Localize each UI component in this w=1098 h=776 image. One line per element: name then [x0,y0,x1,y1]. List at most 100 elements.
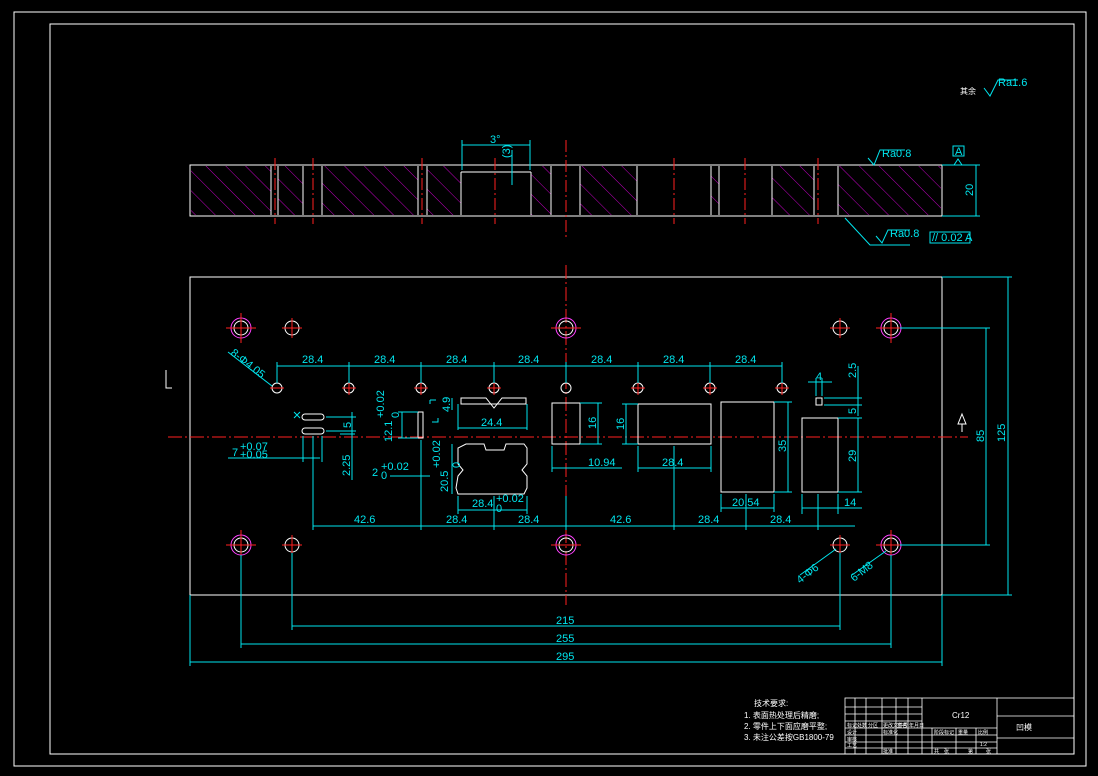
notch-profile [460,397,527,409]
small-slot [815,397,823,406]
title-block-cell: 标准化 [883,729,898,736]
narrow-slot-length-dim: 12.1 [383,421,395,442]
plan-view: 28.4 28.4 28.4 28.4 28.4 28.4 28.4 8-Φ4.… [165,265,1012,666]
tolerance-label: // 0.02 A [932,232,973,244]
hatch-8 [772,166,814,215]
slot-width-dim: 5 [342,422,354,428]
section-thickness-dim: 20 [964,184,976,196]
datum-box [952,145,965,157]
section-view: 3° (3) 20 A Ra0.8 Ra0.8 // 0.02 A [189,134,980,246]
title-block-cell: 更改文件号 [883,722,908,729]
opening-height-dim: 16 [587,417,599,429]
narrow-slot-width-tol-dn: 0 [381,470,387,482]
opening-width-dim: 14 [844,497,856,509]
pilot-hole-callout: 8-Φ4.05 [228,347,267,381]
roughness-note-label: 其余 [960,86,976,96]
notch-width-dim: 24.4 [481,417,502,429]
small-slot-height-dim: 5 [847,408,859,414]
title-block-cell: 设计 [847,729,857,736]
bottom-chain-dim: 28.4 [518,514,539,526]
slot-upper [301,413,325,421]
opening-width-dim: 28.4 [662,457,683,469]
title-block-cell: 处数 [857,722,867,729]
title-block-cell: 第 [968,748,973,755]
hatch-6 [580,166,637,215]
hole-spacing-vertical-dim: 85 [975,430,987,442]
title-block-cell: 阶段标记 [934,729,954,736]
title-block-cell: 年月日 [909,722,924,729]
roughness-bottom-icon [875,229,910,244]
hatch-2 [278,166,303,215]
hatch-1 [191,166,271,215]
tech-requirement-item: 2. 零件上下面应磨平整; [744,721,827,731]
small-slot-offset-dim: 2.5 [847,363,859,378]
outer-frame [13,11,1087,767]
bottom-chain-dim: 28.4 [770,514,791,526]
hatch-3 [322,166,418,215]
punch-opening [720,401,775,493]
roughness-top-label: Ra0.8 [882,148,911,160]
slot-length-dim: 7 [232,447,238,459]
roughness-note-value: Ra1.6 [998,77,1027,89]
opening-height-dim: 16 [615,418,627,430]
pitch-dim: 28.4 [663,354,684,366]
opening-height-dim: 35 [777,440,789,452]
section-arrow-left-icon [165,370,172,389]
section-arrow-right-icon [957,412,967,432]
plate-height-dim: 125 [996,424,1008,442]
title-block [844,697,1075,755]
dowel-hole-callout: 4-Φ6 [794,562,821,587]
bottom-chain-dim: 28.4 [698,514,719,526]
slot-length-tol-up: +0.07 [240,441,268,453]
narrow-slot-width-tol-up: +0.02 [381,461,409,473]
profile-height-tol-up: +0.02 [431,440,443,468]
part-profile [455,443,528,495]
hatch-5 [531,166,551,215]
title-block-cell: 审核 [847,736,857,743]
pitch-dim: 28.4 [735,354,756,366]
overall-dim-255: 255 [556,633,574,645]
title-scale: 1:2 [980,742,987,748]
title-block-cell: 张 [944,748,949,755]
title-block-cell: 工艺 [847,743,857,749]
pitch-dim: 28.4 [518,354,539,366]
narrow-slot-tol-up: +0.02 [375,390,387,418]
punch-opening [551,402,581,445]
title-block-cell: 签名 [897,722,907,729]
narrow-slot-width-dim: 2 [372,467,378,479]
title-block-cell: 共 [934,748,939,755]
hatch-4 [427,166,461,215]
tech-requirements: 技术要求: 1. 表面热处理后精磨; 2. 零件上下面应磨平整; 3. 未注公差… [744,698,834,742]
profile-height-tol-dn: 0 [451,462,463,468]
slot-length-tol-dn: +0.05 [240,449,268,461]
tech-requirements-title: 技术要求: [754,698,788,708]
screw-hole-callout: 6-M8 [848,559,875,584]
hatch-7 [711,166,719,215]
title-block-cell: 张 [986,748,991,755]
roughness-note: 其余 Ra1.6 [960,77,1027,97]
datum-triangle-icon [953,158,963,166]
overall-dim-295: 295 [556,651,574,663]
profile-width-tol-up: +0.02 [496,493,524,505]
title-block-cell: 重量 [958,729,968,736]
roughness-top-icon [867,149,905,166]
narrow-slot-tol-dn: 0 [390,412,402,418]
leader-line [844,217,910,246]
small-slot-width-dim: 4 [816,371,822,383]
tech-requirement-item: 3. 未注公差按GB1800-79 [744,732,834,742]
notch-depth-dim: 4.9 [441,397,453,412]
section-angle-label: 3° [490,134,501,146]
inner-frame [49,23,1075,755]
profile-height-dim: 20.5 [439,471,451,492]
title-block-cell: 分区 [868,722,878,729]
punch-opening [801,417,839,493]
overall-dim-215: 215 [556,615,574,627]
profile-width-tol-dn: 0 [496,503,502,515]
title-block-cell: 标记 [847,722,857,729]
slot-lower [301,427,325,435]
pitch-dim: 28.4 [446,354,467,366]
title-block-cell: 批准 [883,748,893,755]
tolerance-frame [929,231,971,244]
profile-width-dim: 28.4 [472,498,493,510]
